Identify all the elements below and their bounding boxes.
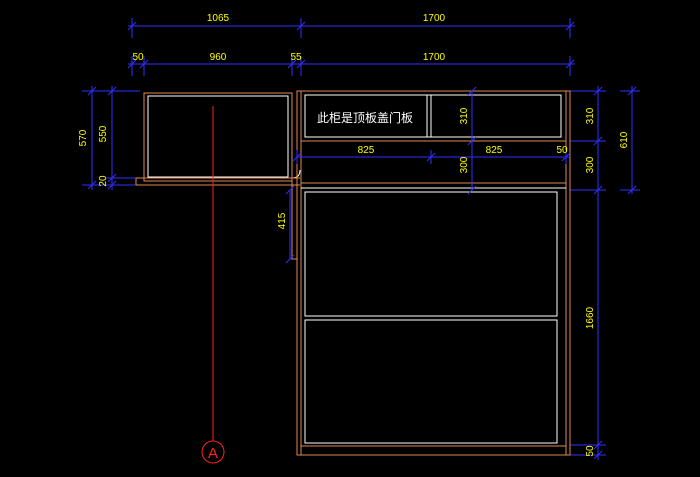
dim-right-610: 610 — [619, 131, 630, 148]
left-cabinet — [135, 92, 301, 186]
upper-cabinet-dimensions — [285, 86, 571, 264]
dim-width-1700: 1700 — [423, 52, 446, 63]
dim-side-return-415: 415 — [277, 212, 288, 229]
dim-height-550: 550 — [98, 125, 109, 142]
dim-height-20: 20 — [98, 175, 109, 187]
cabinet-note: 此柜是顶板盖门板 — [317, 110, 413, 125]
dim-height-570: 570 — [78, 129, 89, 146]
dim-right-310: 310 — [585, 107, 596, 124]
dim-width-960: 960 — [210, 52, 227, 63]
dim-total-left-1065: 1065 — [207, 13, 230, 24]
dim-upper-310: 310 — [459, 107, 470, 124]
dim-upper-825-right: 825 — [486, 145, 503, 156]
dim-gap-55: 55 — [290, 52, 302, 63]
right-dimensions — [570, 86, 640, 460]
dim-total-right-1700: 1700 — [423, 13, 446, 24]
dim-upper-825-left: 825 — [358, 145, 375, 156]
dim-right-1660: 1660 — [585, 306, 596, 329]
dim-upper-50: 50 — [556, 145, 568, 156]
right-cabinet — [291, 90, 571, 456]
axis-a — [201, 106, 225, 464]
dim-right-50: 50 — [585, 445, 596, 457]
top-dimension-row-2 — [127, 56, 575, 76]
top-dimension-row-1 — [127, 18, 575, 38]
left-dimensions — [82, 86, 140, 190]
dim-upper-300: 300 — [459, 156, 470, 173]
dim-gap-50: 50 — [132, 52, 144, 63]
axis-bubble — [201, 440, 225, 464]
axis-label: A — [208, 445, 218, 462]
dim-right-300: 300 — [585, 156, 596, 173]
